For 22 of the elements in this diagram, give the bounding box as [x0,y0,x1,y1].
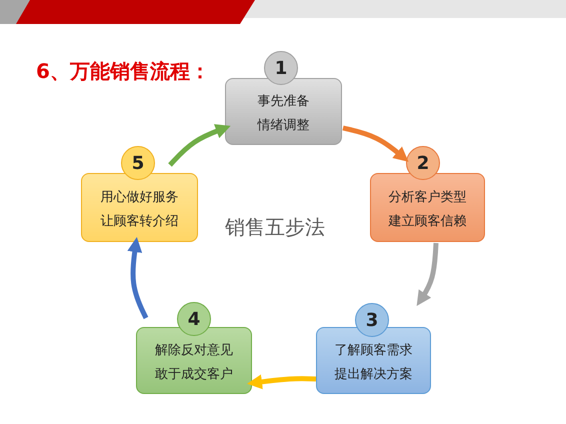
step-text: 情绪调整 [258,116,310,134]
step-text: 事先准备 [258,92,310,110]
step-text: 建立顾客信赖 [388,212,466,230]
arrow [342,126,409,162]
step-number-badge: 4 [177,302,211,336]
step-text: 分析客户类型 [388,188,466,206]
arrow [416,242,438,306]
step-text: 了解顾客需求 [334,342,412,360]
step-text: 提出解决方案 [334,366,412,384]
step-number-badge: 2 [406,146,440,180]
step-number-badge: 1 [264,51,298,85]
step-text: 让顾客转介绍 [100,212,178,230]
title: 6、万能销售流程： [36,58,210,85]
step-number-badge: 5 [121,146,155,180]
arrow [247,374,316,390]
center-label: 销售五步法 [225,214,325,241]
arrow [127,237,148,320]
step-number-badge: 3 [355,303,389,337]
step-text: 解除反对意见 [155,342,233,360]
arrow [168,124,231,167]
step-text: 用心做好服务 [100,188,178,206]
step-text: 敢于成交客户 [155,366,233,384]
